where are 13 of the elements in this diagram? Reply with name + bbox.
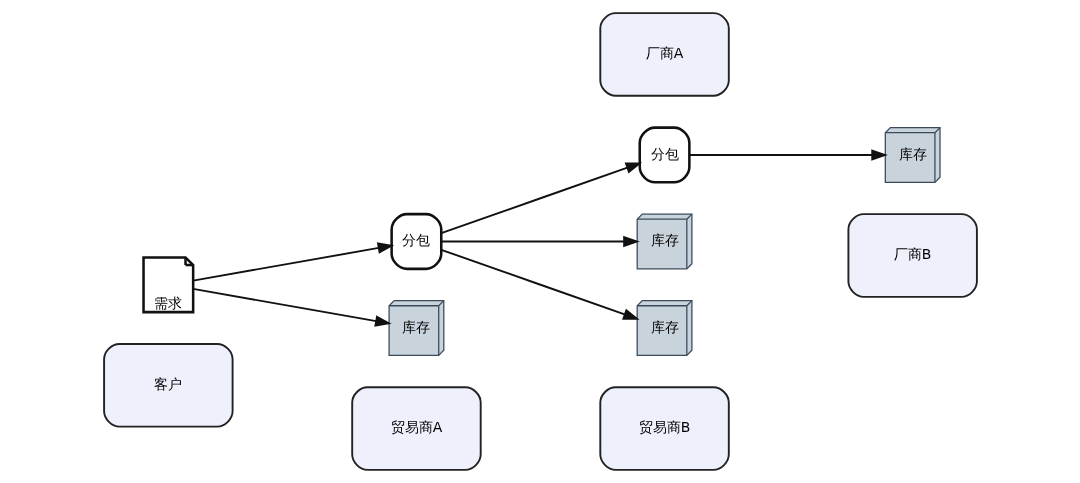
node-box: 厂商A (598, 12, 730, 97)
node-box: 贸易商B (598, 386, 730, 471)
node-box: 分包 (389, 212, 443, 271)
arrow (191, 287, 392, 327)
arrow (439, 162, 642, 235)
node-box: 分包 (637, 126, 691, 184)
node-box: 贸易商A (350, 386, 482, 471)
arrow (439, 235, 640, 248)
arrow (687, 149, 888, 161)
node-box: 客户 (102, 342, 234, 428)
arrow (191, 242, 394, 282)
node-box: 厂商B (846, 213, 978, 298)
arrow (439, 248, 640, 320)
